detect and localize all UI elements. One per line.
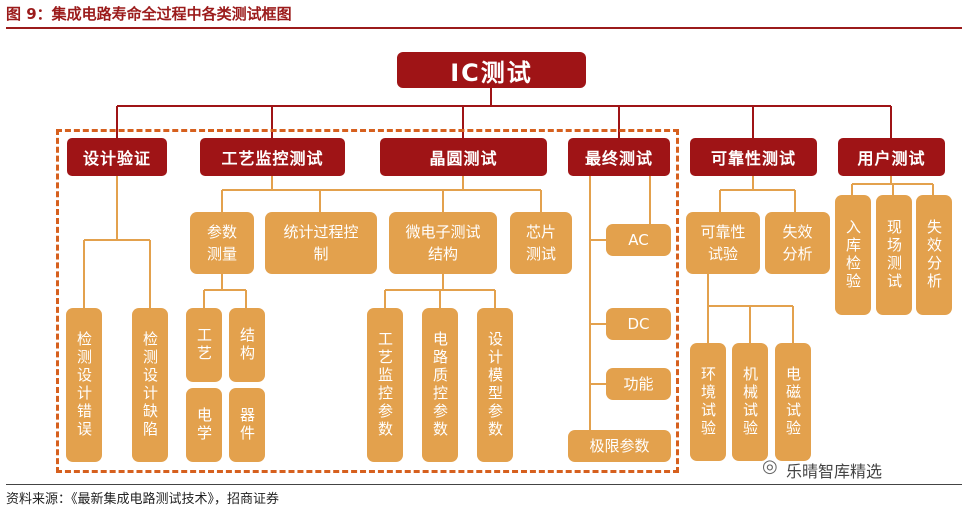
node-user-test: 用户测试	[838, 138, 945, 176]
node-process-monitor-params: 工艺监控参数	[367, 308, 403, 462]
node-reliability-experiment: 可靠性试验	[686, 212, 760, 274]
node-statistical-process-control: 统计过程控制	[265, 212, 377, 274]
node-dc: DC	[606, 308, 671, 340]
node-detect-design-errors: 检测设计错误	[66, 308, 102, 462]
source-rule	[6, 484, 962, 485]
node-device: 器件	[229, 388, 265, 462]
node-incoming-inspection: 入库检验	[835, 195, 871, 315]
node-structure: 结构	[229, 308, 265, 382]
node-final-test: 最终测试	[568, 138, 670, 176]
dashed-group-border	[56, 129, 679, 473]
node-limit-parameters: 极限参数	[568, 430, 671, 462]
node-electrical: 电学	[186, 388, 222, 462]
node-mechanical-test: 机械试验	[732, 343, 768, 461]
node-failure-analysis: 失效分析	[765, 212, 830, 274]
node-function: 功能	[606, 368, 671, 400]
root-node-ic-test: IC测试	[397, 52, 586, 88]
node-design-verification: 设计验证	[67, 138, 167, 176]
node-process-monitor-test: 工艺监控测试	[200, 138, 345, 176]
figure-title: 图 9：集成电路寿命全过程中各类测试框图	[6, 5, 292, 23]
watermark-text: 乐晴智库精选	[786, 462, 883, 481]
source-note: 资料来源：《最新集成电路测试技术》，招商证券	[6, 492, 280, 507]
node-circuit-qc-params: 电路质控参数	[422, 308, 458, 462]
node-design-model-params: 设计模型参数	[477, 308, 513, 462]
title-rule	[6, 27, 962, 29]
node-ac: AC	[606, 224, 671, 256]
node-field-test: 现场测试	[876, 195, 912, 315]
node-parameter-measurement: 参数测量	[190, 212, 254, 274]
node-microelectronic-test-structure: 微电子测试结构	[389, 212, 497, 274]
node-craft: 工艺	[186, 308, 222, 382]
node-environment-test: 环境试验	[690, 343, 726, 461]
node-wafer-test: 晶圆测试	[380, 138, 547, 176]
node-electromagnetic-test: 电磁试验	[775, 343, 811, 461]
node-chip-test: 芯片测试	[510, 212, 572, 274]
node-user-failure-analysis: 失效分析	[916, 195, 952, 315]
wechat-icon: ◎	[762, 456, 778, 477]
node-detect-design-defects: 检测设计缺陷	[132, 308, 168, 462]
node-reliability-test: 可靠性测试	[690, 138, 817, 176]
